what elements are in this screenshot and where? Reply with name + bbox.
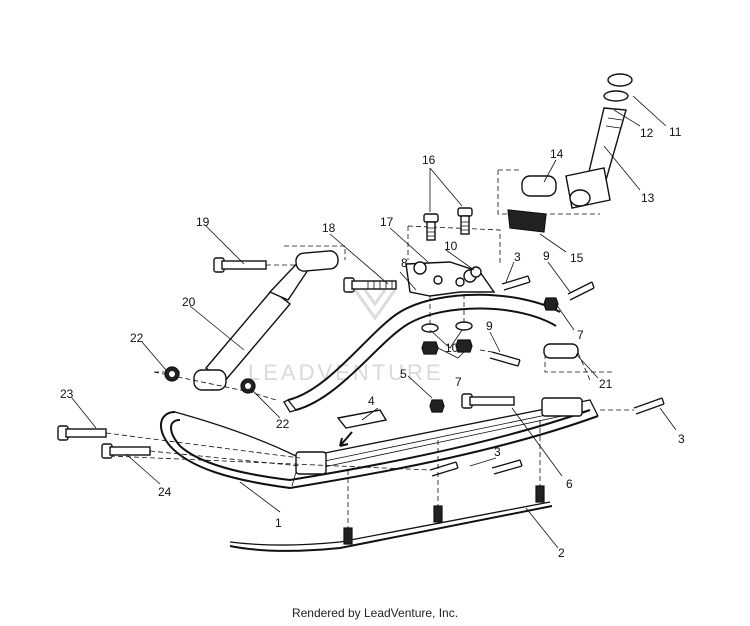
callout-16: 16 bbox=[422, 153, 436, 167]
bolts-16 bbox=[423, 207, 473, 241]
wear-bar-stud bbox=[343, 527, 353, 545]
callout-5: 5 bbox=[400, 367, 407, 381]
callout-24: 24 bbox=[158, 485, 172, 499]
spring-arm-bushing bbox=[543, 343, 579, 359]
callout-3-right: 3 bbox=[678, 432, 685, 446]
callout-17: 17 bbox=[380, 215, 394, 229]
mounting-bracket bbox=[405, 261, 496, 297]
bolt-18 bbox=[343, 277, 397, 293]
bushing-15 bbox=[507, 209, 547, 233]
shim-4 bbox=[336, 409, 388, 429]
footer-credit: Rendered by LeadVenture, Inc. bbox=[291, 606, 459, 620]
ski-front-bracket bbox=[295, 451, 327, 475]
wear-bar-stud bbox=[433, 505, 443, 523]
wear-bar bbox=[229, 420, 553, 552]
cotter-pins bbox=[109, 275, 665, 477]
callout-13: 13 bbox=[641, 191, 655, 205]
callout-19: 19 bbox=[196, 215, 210, 229]
callout-1: 1 bbox=[275, 516, 282, 530]
callout-18: 18 bbox=[322, 221, 336, 235]
nut-5 bbox=[429, 399, 445, 413]
callout-10-upper: 10 bbox=[444, 239, 458, 253]
wear-bar-stud bbox=[535, 485, 545, 503]
spindle-assembly bbox=[497, 73, 633, 233]
arrow-icon bbox=[339, 431, 353, 447]
callout-7-right: 7 bbox=[577, 328, 584, 342]
callout-2: 2 bbox=[558, 546, 565, 560]
shock-upper-eye bbox=[295, 250, 339, 272]
callout-3-lower: 3 bbox=[494, 445, 501, 459]
shock-bushings bbox=[164, 366, 256, 394]
callout-22-left: 22 bbox=[130, 331, 144, 345]
callout-10-lower: 10 bbox=[445, 341, 459, 355]
callout-7-center: 7 bbox=[455, 375, 462, 389]
callout-22-right: 22 bbox=[276, 417, 290, 431]
callout-9-upper: 9 bbox=[543, 249, 550, 263]
callout-8: 8 bbox=[401, 256, 408, 270]
callout-20: 20 bbox=[182, 295, 196, 309]
callout-14: 14 bbox=[550, 147, 564, 161]
callout-3-upper: 3 bbox=[514, 250, 521, 264]
callout-15: 15 bbox=[570, 251, 584, 265]
leader-lines bbox=[71, 95, 677, 549]
callout-6: 6 bbox=[566, 477, 573, 491]
callout-12: 12 bbox=[640, 126, 654, 140]
callout-9-lower: 9 bbox=[486, 319, 493, 333]
callout-4: 4 bbox=[368, 394, 375, 408]
ski bbox=[160, 397, 599, 490]
bolt-19 bbox=[213, 257, 298, 273]
callout-21: 21 bbox=[599, 377, 613, 391]
callout-23: 23 bbox=[60, 387, 74, 401]
shock-lower-eye bbox=[193, 369, 227, 391]
bolts-23-24 bbox=[57, 425, 301, 467]
bushing-14 bbox=[521, 175, 557, 197]
callout-11: 11 bbox=[669, 125, 682, 139]
ski-rear-bracket bbox=[541, 397, 583, 417]
bolt-6 bbox=[461, 393, 515, 409]
spring-arm bbox=[283, 293, 579, 413]
callout-labels: 1 2 3 3 3 4 5 6 7 7 8 9 9 10 10 11 12 13… bbox=[60, 125, 685, 560]
